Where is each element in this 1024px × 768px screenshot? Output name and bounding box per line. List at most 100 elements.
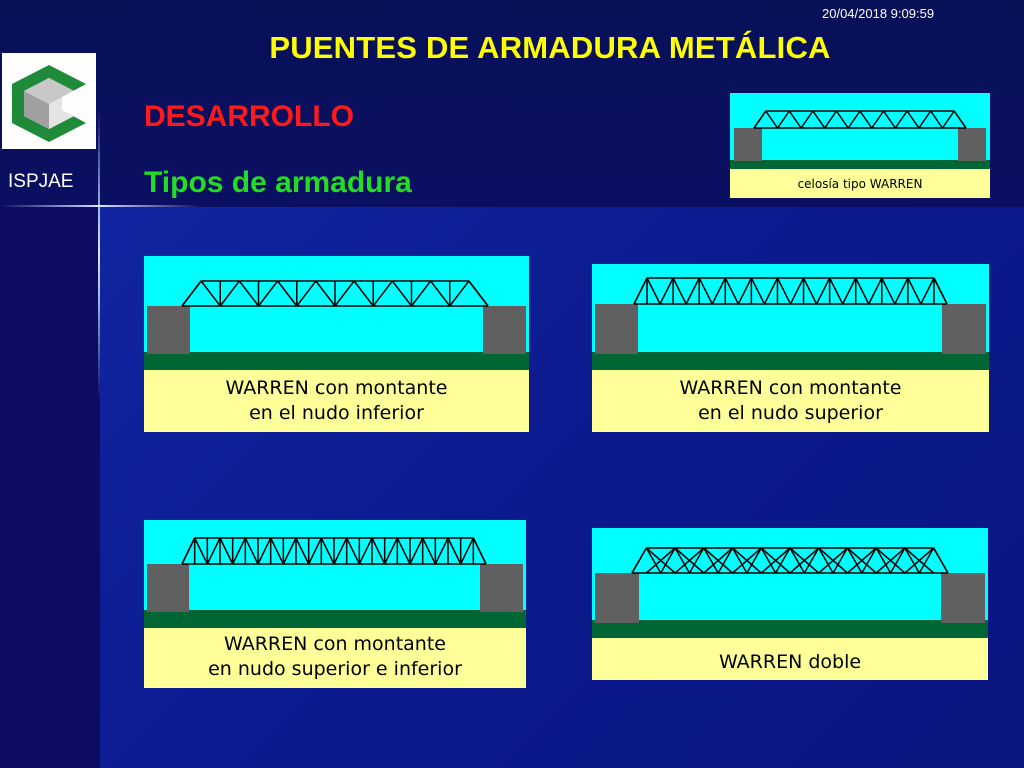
truss-diagonal <box>930 110 944 129</box>
warren-verticals-bottom-illustration <box>144 256 529 432</box>
truss-cross-diagonal <box>789 547 820 574</box>
truss-diagonal <box>746 547 762 574</box>
truss-diagonal <box>882 110 896 129</box>
subsection-heading: Tipos de armadura <box>144 166 412 199</box>
truss-diagonal <box>277 280 298 307</box>
truss-diagonal <box>932 547 949 574</box>
truss-diagonal <box>383 537 399 565</box>
truss-diagonal <box>430 280 451 307</box>
truss-diagonal <box>868 277 883 305</box>
truss-diagonal <box>231 537 247 565</box>
truss-diagonal <box>907 277 922 305</box>
truss-diagonal <box>200 280 221 307</box>
truss-diagonal <box>788 110 802 129</box>
truss-diagonal <box>646 277 661 305</box>
horizontal-decor-line <box>0 205 200 207</box>
diagram-caption: WARREN doble <box>592 650 988 675</box>
truss-diagonal <box>447 537 462 565</box>
truss-diagonal <box>269 537 285 565</box>
truss-diagonal <box>847 110 861 129</box>
truss-diagonal <box>238 280 260 307</box>
truss-diagonal <box>660 547 676 574</box>
truss-diagonal <box>320 537 335 565</box>
truss-diagonal <box>372 280 393 307</box>
truss-diagonal <box>776 110 790 129</box>
truss-diagonal <box>333 537 348 565</box>
truss-diagonal <box>633 277 648 305</box>
ispjae-logo <box>2 53 96 149</box>
truss-diagonal <box>334 280 355 307</box>
truss-diagonal <box>219 280 240 307</box>
truss-diagonal <box>244 537 259 565</box>
truss-diagonal <box>859 110 873 129</box>
truss-diagonal <box>763 277 779 305</box>
truss-diagonal <box>765 110 779 129</box>
truss-diagonal <box>296 280 317 307</box>
truss-diagonal <box>421 537 437 565</box>
caption-line: celosía tipo WARREN <box>797 177 923 191</box>
truss-diagonal <box>753 110 767 129</box>
truss-diagonal <box>282 537 297 565</box>
truss-diagonal <box>941 110 955 129</box>
caption-line: en el nudo superior <box>698 401 883 424</box>
truss-diagonal <box>672 277 687 305</box>
truss-diagonal <box>219 537 234 565</box>
truss-diagonal <box>345 537 361 565</box>
truss-diagonal <box>396 537 411 565</box>
truss-diagonal <box>841 277 857 305</box>
truss-diagonal <box>181 280 202 307</box>
diagram-warren-montante-inferior: WARREN con montante en el nudo inferior <box>144 256 529 432</box>
truss-diagonal <box>846 547 863 574</box>
truss-diagonal <box>802 277 818 305</box>
left-sidebar-band <box>0 207 100 768</box>
truss-cross-diagonal <box>703 547 734 574</box>
truss-diagonal <box>894 110 908 129</box>
truss-diagonal <box>776 277 792 305</box>
truss-diagonal <box>828 277 844 305</box>
section-heading: DESARROLLO <box>144 100 354 133</box>
truss-diagonal <box>818 547 834 574</box>
diagram-warren-montante-ambos: WARREN con montante en nudo superior e i… <box>144 520 526 688</box>
truss-diagonal <box>774 547 791 574</box>
truss-diagonal <box>871 110 885 129</box>
truss-cross-diagonal <box>760 547 791 574</box>
truss-diagonal <box>711 277 726 305</box>
truss-diagonal <box>904 547 920 574</box>
truss-diagonal <box>953 110 967 129</box>
org-label: ISPJAE <box>8 171 74 192</box>
diagram-warren-doble: WARREN doble <box>592 528 988 680</box>
warren-truss-illustration <box>730 93 990 198</box>
truss-diagonal <box>698 277 713 305</box>
truss-diagonal <box>750 277 766 305</box>
caption-line: WARREN con montante <box>679 377 902 399</box>
truss-diagonal <box>703 547 719 574</box>
truss-diagonal <box>472 537 487 565</box>
truss-diagonal <box>789 547 806 574</box>
truss-diagonal <box>875 547 892 574</box>
diagram-caption: WARREN con montante en el nudo superior <box>592 376 989 425</box>
truss-diagonal <box>918 547 935 574</box>
truss-diagonal <box>861 547 877 574</box>
truss-diagonal <box>724 277 740 305</box>
truss-diagonal <box>257 280 279 307</box>
vertical-decor-line <box>98 110 100 400</box>
truss-diagonal <box>674 547 691 574</box>
truss-diagonal <box>307 537 323 565</box>
truss-diagonal <box>295 537 310 565</box>
truss-diagonal <box>685 277 700 305</box>
truss-diagonal <box>659 277 674 305</box>
truss-diagonal <box>824 110 838 129</box>
logo-icon <box>12 65 86 142</box>
diagram-caption: WARREN con montante en nudo superior e i… <box>144 632 526 681</box>
truss-diagonal <box>881 277 896 305</box>
caption-line: en el nudo inferior <box>249 401 424 424</box>
caption-line: WARREN con montante <box>223 633 446 655</box>
truss-diagonal <box>409 537 424 565</box>
truss-diagonal <box>315 280 336 307</box>
truss-diagonal <box>832 547 849 574</box>
truss-diagonal <box>410 280 432 307</box>
truss-diagonal <box>918 110 932 129</box>
truss-diagonal <box>257 537 272 565</box>
truss-diagonal <box>468 280 489 307</box>
caption-line: en nudo superior e inferior <box>208 657 462 680</box>
